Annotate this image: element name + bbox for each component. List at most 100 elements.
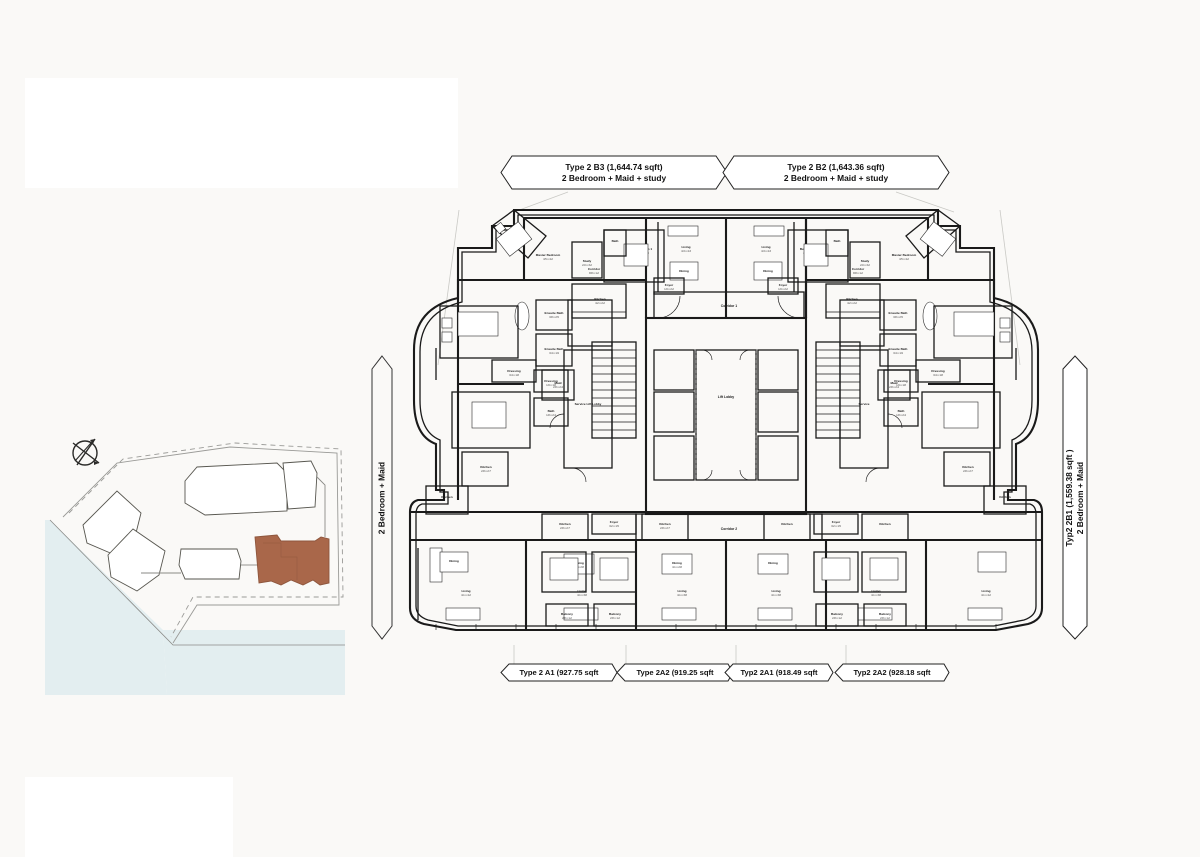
- room-label-living-ncl: Living: [681, 245, 690, 249]
- furniture-nightstand2-e: [999, 331, 1011, 343]
- room-label-ensuite-bath-nl: Ensuite Bath: [545, 311, 564, 315]
- room-dim-kitchen-e: 2.8 x 2.7: [963, 470, 973, 473]
- building-outline-5: [178, 548, 242, 580]
- room-label-bath-w: Bath: [548, 409, 555, 413]
- room-dim-study-nl: 2.0 x 3.2: [582, 264, 592, 267]
- unit-tag-type-2-b3[interactable]: Type 2 B3 (1,644.74 sqft) 2 Bedroom + Ma…: [500, 155, 728, 190]
- room-dim-balcony-2: 2.8 x 1.2: [610, 617, 620, 620]
- furniture-bed-master-nr: [919, 221, 957, 257]
- room-label-bath-nr: Bath: [834, 239, 841, 243]
- room-label-kitchen-s1: Kitchen: [441, 495, 452, 499]
- room-dim-living-s6: 4.1 x 4.2: [981, 594, 991, 597]
- furniture-bed-sp4: [869, 557, 899, 581]
- furniture-sofa-s3: [661, 607, 697, 621]
- unit-tag-typ2-2b1[interactable]: Typ2 2B1 (1,559.38 sqft ) 2 Bedroom + Ma…: [1062, 355, 1088, 640]
- room-label-foyer-s2: Foyer: [610, 520, 619, 524]
- room-label-maid-nr: Maid: [890, 381, 897, 385]
- furniture-bed-e: [953, 311, 995, 337]
- water-body-2: [163, 630, 345, 695]
- unit-tag-left-2-bedroom-maid[interactable]: 2 Bedroom + Maid: [371, 355, 393, 640]
- unit-south-6: Living 4.1 x 4.2 Kitchen: [926, 485, 1036, 621]
- building-outline-3: [184, 462, 288, 516]
- furniture-nightstand2-w: [441, 331, 453, 343]
- room-dim-study-nr: 2.0 x 3.2: [860, 264, 870, 267]
- link-path-3: [316, 476, 326, 537]
- room-label-maid-nl: Maid: [554, 381, 561, 385]
- room-label-service-lift-lobby-right: Service: [858, 402, 869, 406]
- room-dim-balcony-1: 2.8 x 1.2: [562, 617, 572, 620]
- unit-tag-a2-label: Type 2A2 (919.25 sqft: [636, 667, 714, 677]
- room-label-kitchen-s4: Kitchen: [781, 522, 792, 526]
- furniture-bed-nr: [803, 243, 829, 267]
- room-label-living-s1: Living: [461, 589, 470, 593]
- stair-right: [815, 341, 861, 439]
- room-label-kitchen-w: Kitchen: [480, 465, 491, 469]
- room-label-dining-s1: Dining: [449, 559, 459, 563]
- room-dim-ensuite-bath2-nr: 3.4 x 1.9: [893, 352, 903, 355]
- furniture-bed-w2: [471, 401, 507, 429]
- floor-plan-drawing[interactable]: .w {fill:none;stroke:#1a1a1a;stroke-widt…: [396, 200, 1056, 650]
- unit-tag-b2-line2: 2 Bedroom + Maid + study: [783, 172, 889, 183]
- unit-tag-typ2-2a2[interactable]: Typ2 2A2 (928.18 sqft: [834, 663, 950, 682]
- building-outline-2: [107, 528, 166, 592]
- room-label-corridor-nr: Corridor: [852, 267, 865, 271]
- unit-tag-typ2-2a1[interactable]: Typ2 2A1 (918.49 sqft: [724, 663, 834, 682]
- furniture-bed-master-nl: [493, 221, 533, 257]
- room-label-dining-s3: Dining: [672, 561, 682, 565]
- room-dim-kitchen-nr: 4.2 x 2.2: [847, 302, 857, 305]
- room-label-foyer-ncr: Foyer: [779, 283, 788, 287]
- furniture-nightstand-w: [441, 317, 453, 329]
- unit-tag-right-line2: 2 Bedroom + Maid: [1075, 461, 1085, 534]
- unit-tag-b2-line1: Type 2 B2 (1,643.36 sqft): [787, 162, 885, 172]
- room-label-dining-ncr: Dining: [763, 269, 773, 273]
- unit-east: Master Bedroom 5.0 x 3.8 Bedroom 3.5 x 4…: [883, 298, 1017, 500]
- furniture-sofa-ncl: [667, 225, 699, 237]
- room-label-kitchen-s5: Kitchen: [879, 522, 890, 526]
- furniture-bed-w: [457, 311, 499, 337]
- site-boundary-dashed: [68, 442, 344, 638]
- furniture-bed-sp3: [821, 557, 851, 581]
- room-label-kitchen-nl: Kitchen: [594, 297, 605, 301]
- room-dim-living-s3: 4.1 x 3.8: [677, 594, 687, 597]
- blank-panel-bottom: [25, 777, 233, 857]
- unit-tag-type-2-a1[interactable]: Type 2 A1 (927.75 sqft: [500, 663, 618, 682]
- central-core: Lift Lobby Corridor 1: [549, 291, 903, 541]
- room-label-kitchen-s3: Kitchen: [659, 522, 670, 526]
- unit-north-left: Master Bedroom 4.5 x 4.2 Ensuite Bath 3.…: [456, 209, 665, 401]
- room-label-foyer-s4: Foyer: [832, 520, 841, 524]
- room-label-balcony-4: Balcony: [879, 612, 891, 616]
- key-plan-sitemap[interactable]: [45, 425, 355, 695]
- unit-tag-2a2-label: Typ2 2A2 (928.18 sqft: [853, 667, 931, 677]
- room-label-living-s2: Living: [577, 589, 586, 593]
- room-dim-living-ncl: 4.3 x 4.3: [681, 250, 691, 253]
- furniture-dining-table-s6: [977, 551, 1007, 573]
- unit-tag-b3-line2: 2 Bedroom + Maid + study: [561, 172, 667, 183]
- furniture-bed-sp2: [599, 557, 629, 581]
- furniture-nightstand-e: [999, 317, 1011, 329]
- room-label-master-bedroom-nl: Master Bedroom: [536, 253, 561, 257]
- south-bedroom-pods: Master Bedroom Master Bedroom Master Bed…: [541, 551, 907, 627]
- furniture-sofa-s1: [445, 607, 481, 621]
- room-label-balcony-2: Balcony: [609, 612, 621, 616]
- room-label-kitchen-nr: Kitchen: [846, 297, 857, 301]
- room-label-dressing2-e: Dressing: [894, 379, 907, 383]
- room-dim-dining-s2: 4.1 x 2.8: [574, 566, 584, 569]
- room-dim-dressing-nr: 3.4 x 1.8: [933, 374, 943, 377]
- furniture-bed-e2: [943, 401, 979, 429]
- room-dim-master-bedroom-nr: 4.5 x 4.2: [899, 258, 909, 261]
- room-dim-corridor-nl: 8.8 x 1.2: [589, 272, 599, 275]
- highlighted-building[interactable]: [254, 534, 330, 586]
- furniture-bed-sp1: [549, 557, 579, 581]
- room-label-living-s6: Living: [981, 589, 990, 593]
- furniture-sofa-s6: [967, 607, 1003, 621]
- unit-tag-type-2-b2[interactable]: Type 2 B2 (1,643.36 sqft) 2 Bedroom + Ma…: [722, 155, 950, 190]
- water-body: [45, 520, 167, 695]
- unit-tag-2a1-label: Typ2 2A1 (918.49 sqft: [740, 667, 818, 677]
- unit-north-center-right: Living 4.3 x 4.3 Dining Foyer 1.9 x 2.2: [726, 216, 808, 318]
- room-dim-foyer-ncl: 1.9 x 2.2: [664, 288, 674, 291]
- room-dim-ensuite-bath-nr: 3.8 x 2.5: [893, 316, 903, 319]
- room-dim-balcony-3: 2.8 x 1.2: [832, 617, 842, 620]
- room-dim-corridor-nr: 8.8 x 1.2: [853, 272, 863, 275]
- unit-tag-type-2a2[interactable]: Type 2A2 (919.25 sqft: [616, 663, 734, 682]
